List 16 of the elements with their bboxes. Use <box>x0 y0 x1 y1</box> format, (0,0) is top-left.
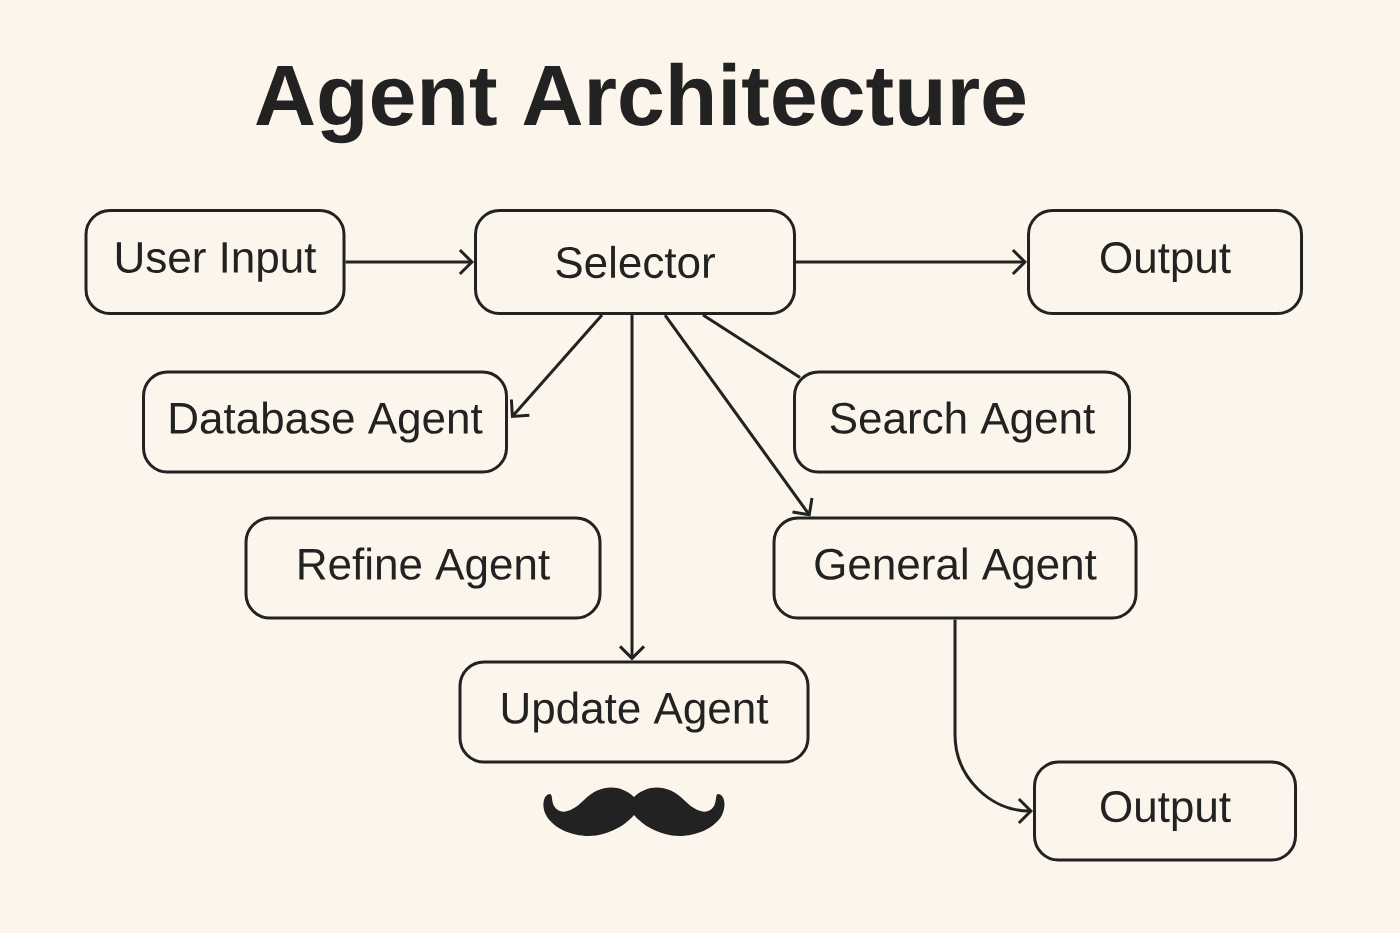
arrow <box>345 248 474 276</box>
process-box: Output <box>1033 760 1297 862</box>
process-box: Selector <box>474 209 796 315</box>
process-box: Database Agent <box>142 370 508 474</box>
arrow <box>796 248 1027 276</box>
process-box: General Agent <box>772 516 1138 620</box>
process-box: Update Agent <box>458 660 810 764</box>
arrow <box>618 315 646 661</box>
process-box: Output <box>1027 209 1303 315</box>
arrow <box>509 314 604 418</box>
process-box: Refine Agent <box>244 516 602 620</box>
arrow <box>663 314 814 517</box>
process-box: Search Agent <box>793 370 1131 474</box>
title: Agent Architecture <box>256 62 1025 144</box>
arrow <box>953 619 1033 825</box>
process-box: User Input <box>84 209 346 315</box>
